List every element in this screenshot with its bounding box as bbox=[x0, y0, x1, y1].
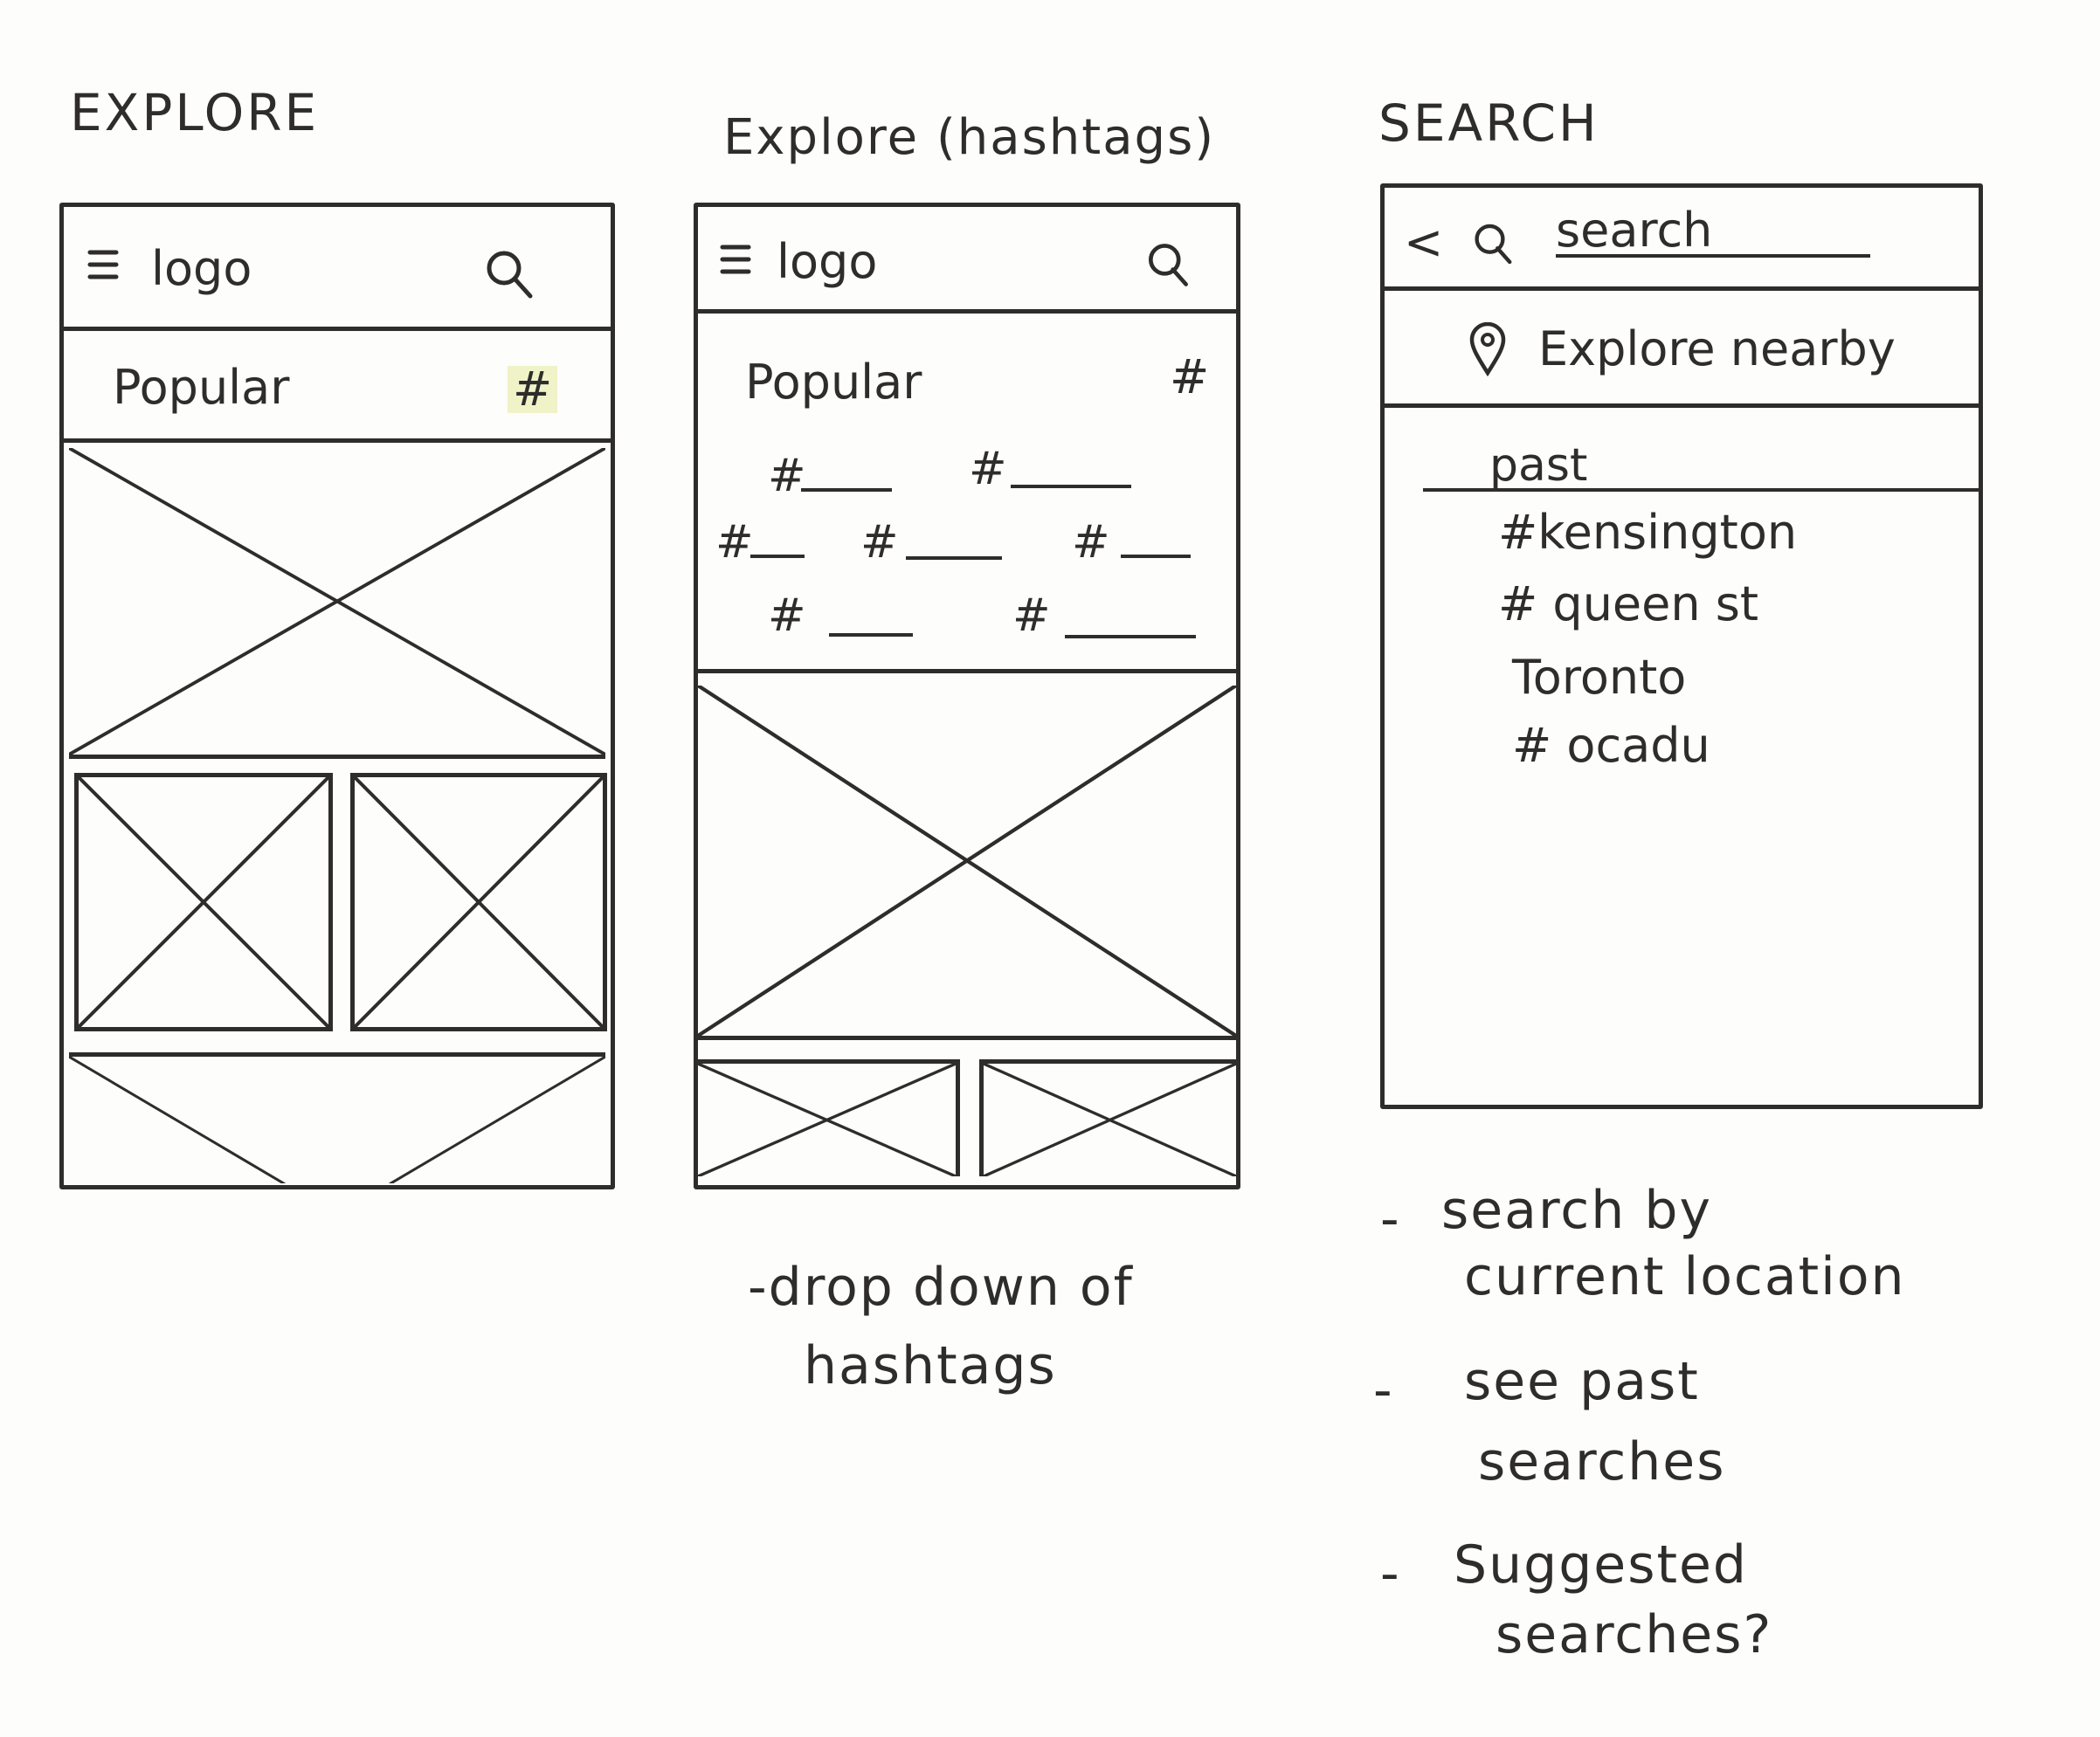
image-placeholder-icon bbox=[69, 448, 605, 755]
explore-hashtags-phone: logo Popular # # # # # # # # bbox=[694, 203, 1240, 1189]
explore-thumb-left[interactable] bbox=[74, 773, 333, 1031]
search-title: SEARCH bbox=[1378, 93, 1599, 153]
image-placeholder-icon bbox=[69, 1057, 605, 1183]
image-placeholder-icon bbox=[984, 1064, 1236, 1176]
hashtag-chip-line bbox=[1011, 485, 1131, 488]
explore-hashtags-logo[interactable]: logo bbox=[777, 234, 878, 289]
explore-hashtags-note-line2: hashtags bbox=[804, 1335, 1057, 1396]
map-pin-icon bbox=[1469, 322, 1506, 376]
explore-thumb-right[interactable] bbox=[350, 773, 607, 1031]
search-note-line: searches? bbox=[1496, 1604, 1773, 1665]
explore-nearby-row[interactable]: Explore nearby bbox=[1385, 291, 1979, 408]
image-placeholder-icon bbox=[698, 1064, 956, 1176]
search-note-dash: - bbox=[1380, 1189, 1401, 1250]
hashtag-dropdown: Popular # # # # # # # # bbox=[698, 314, 1236, 673]
explore-popular-row: Popular # bbox=[64, 331, 611, 443]
search-bar: < search bbox=[1385, 188, 1979, 291]
explore-hashtags-hashtag-button[interactable]: # bbox=[1170, 349, 1210, 404]
explore-popular-label[interactable]: Popular bbox=[113, 360, 290, 415]
explore-nearby-label[interactable]: Explore nearby bbox=[1538, 321, 1896, 376]
search-input[interactable]: search bbox=[1556, 203, 1713, 258]
hashtag-chip-line bbox=[829, 633, 913, 637]
search-note-line: searches bbox=[1478, 1431, 1726, 1492]
search-note-line: search by bbox=[1441, 1180, 1712, 1241]
explore-logo[interactable]: logo bbox=[151, 241, 252, 296]
search-phone: < search Explore nearby past #kensington… bbox=[1380, 183, 1983, 1109]
search-note-dash: - bbox=[1380, 1543, 1401, 1604]
explore-phone: logo Popular # bbox=[59, 203, 615, 1189]
hashtag-chip[interactable]: # bbox=[768, 450, 806, 502]
past-search-item[interactable]: # queen st bbox=[1498, 576, 1759, 631]
hashtag-chip[interactable]: # bbox=[969, 443, 1007, 495]
hashtag-chip[interactable]: # bbox=[860, 516, 899, 569]
image-placeholder-icon bbox=[698, 686, 1236, 1036]
hashtag-chip-line bbox=[801, 488, 892, 492]
hashtag-chip[interactable]: # bbox=[768, 589, 806, 642]
explore-hashtags-featured-image[interactable] bbox=[698, 686, 1236, 1040]
explore-hashtags-title: Explore (hashtags) bbox=[723, 109, 1216, 166]
image-placeholder-icon bbox=[79, 777, 328, 1027]
hamburger-menu-icon[interactable] bbox=[719, 240, 754, 279]
explore-hashtags-top-bar: logo bbox=[698, 207, 1236, 314]
image-placeholder-icon bbox=[355, 777, 603, 1027]
search-note-line: current location bbox=[1464, 1246, 1906, 1307]
hashtag-chip-line bbox=[906, 556, 1002, 560]
hashtag-chip[interactable]: # bbox=[1012, 589, 1051, 642]
search-input-underline bbox=[1556, 254, 1870, 258]
explore-hashtag-button[interactable]: # bbox=[508, 366, 558, 413]
back-button[interactable]: < bbox=[1404, 215, 1444, 270]
explore-hashtags-thumb-right[interactable] bbox=[979, 1059, 1236, 1176]
magnifier-icon bbox=[1475, 224, 1512, 265]
explore-partial-image[interactable] bbox=[69, 1052, 605, 1183]
magnifier-icon[interactable] bbox=[1142, 238, 1194, 291]
search-note-dash: - bbox=[1373, 1360, 1394, 1421]
hashtag-chip[interactable]: # bbox=[1072, 516, 1110, 569]
hashtag-chip-line bbox=[1065, 635, 1196, 638]
explore-title: EXPLORE bbox=[70, 83, 320, 142]
hamburger-menu-icon[interactable] bbox=[86, 245, 121, 284]
hashtag-chip[interactable]: # bbox=[715, 516, 754, 569]
explore-featured-image[interactable] bbox=[69, 448, 605, 759]
explore-hashtags-note-line1: -drop down of bbox=[748, 1257, 1134, 1318]
magnifier-icon[interactable] bbox=[481, 245, 537, 301]
hashtag-chip-line bbox=[750, 555, 805, 558]
past-searches-divider bbox=[1423, 488, 1979, 492]
past-search-item[interactable]: #kensington bbox=[1498, 505, 1798, 560]
past-search-item[interactable]: Toronto bbox=[1512, 650, 1687, 705]
explore-top-bar: logo bbox=[64, 207, 611, 331]
hashtag-chip-line bbox=[1121, 555, 1191, 558]
explore-hashtags-thumb-left[interactable] bbox=[698, 1059, 960, 1176]
search-note-line: see past bbox=[1464, 1351, 1700, 1412]
search-note-line: Suggested bbox=[1454, 1534, 1748, 1596]
past-search-item[interactable]: # ocadu bbox=[1512, 718, 1710, 773]
past-searches-label: past bbox=[1489, 439, 1588, 492]
explore-hashtags-popular-label[interactable]: Popular bbox=[745, 355, 922, 410]
